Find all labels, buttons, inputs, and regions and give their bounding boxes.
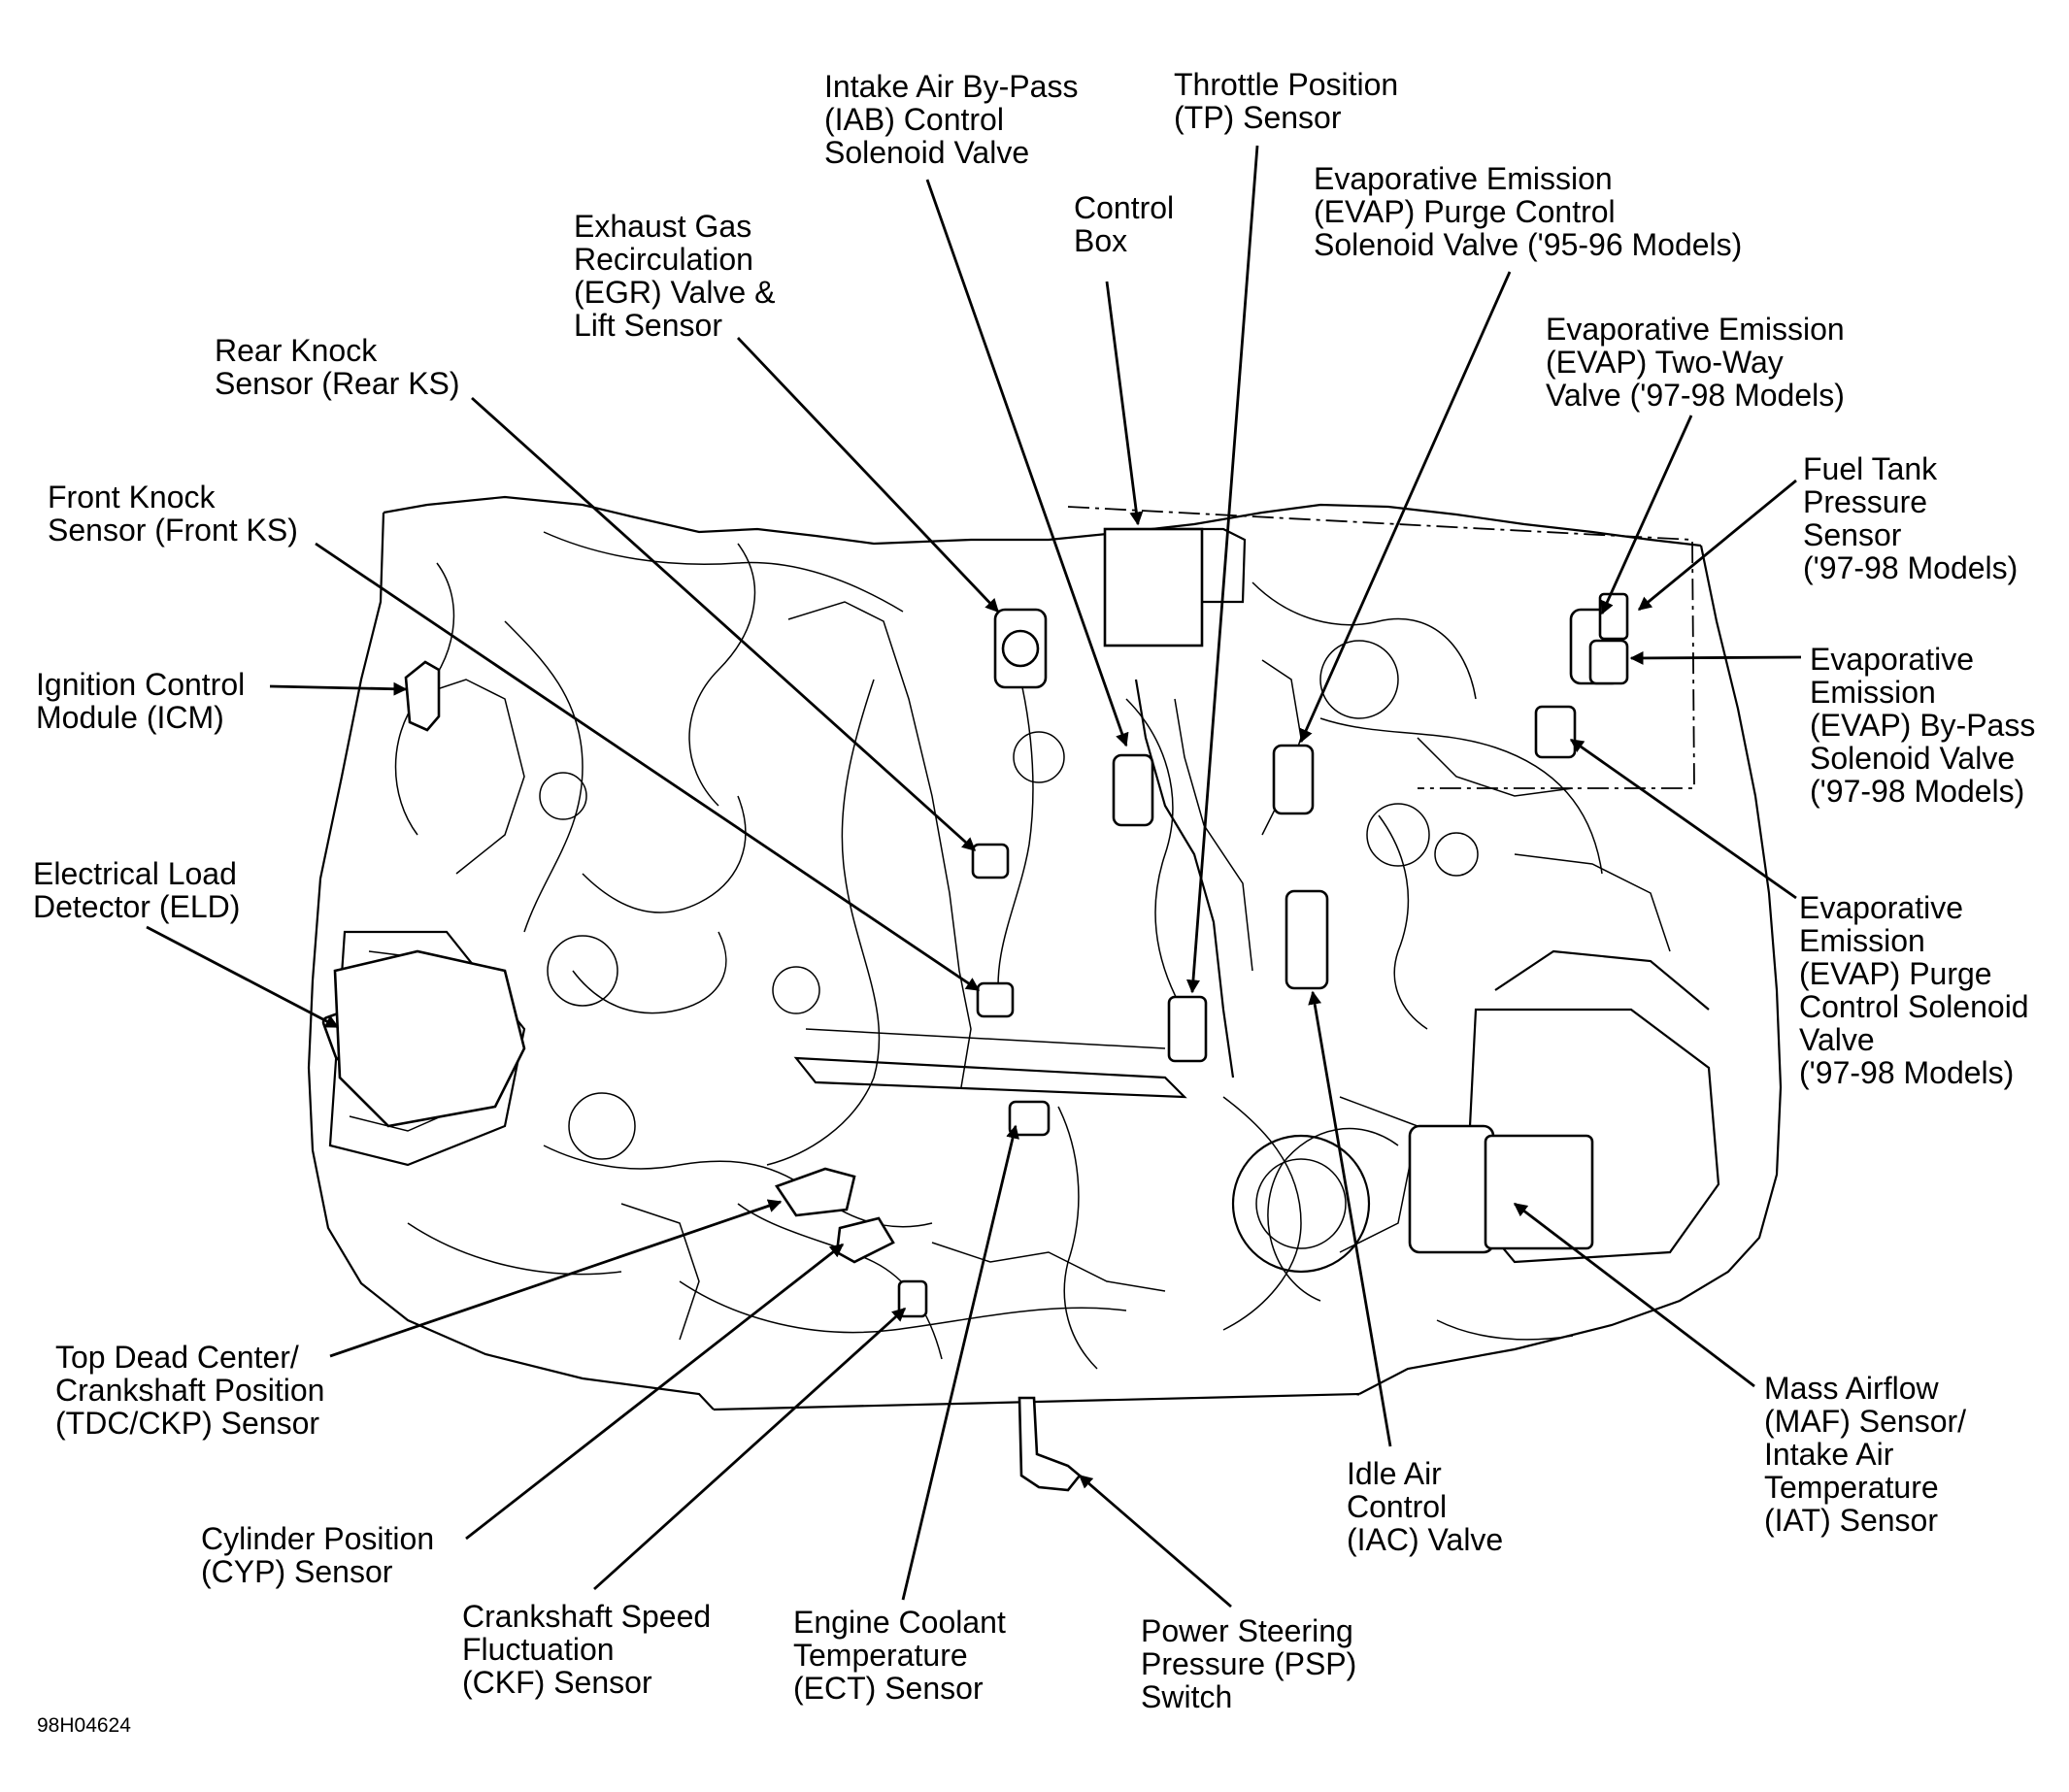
leader-icm	[269, 681, 408, 696]
leader-control-box	[1105, 281, 1144, 526]
leader-cyp	[465, 1243, 845, 1541]
ect-part	[1008, 1100, 1051, 1137]
leader-ect	[901, 1124, 1019, 1601]
label-tp-sensor: Throttle Position(TP) Sensor	[1174, 67, 1399, 135]
ckf-part	[897, 1279, 928, 1318]
leader-front-ks	[315, 542, 981, 992]
label-tdc-ckp-sensor: Top Dead Center/Crankshaft Position(TDC/…	[55, 1340, 325, 1441]
leader-evap-bypass	[1629, 650, 1802, 665]
leader-ckf	[593, 1307, 907, 1591]
leader-evap-twoway	[1600, 415, 1693, 615]
fuel-tank-sensor-part	[1598, 592, 1629, 641]
component-parts	[321, 527, 1629, 1492]
front-ks-part	[976, 981, 1015, 1018]
leader-rear-ks	[471, 396, 977, 852]
leader-eld	[146, 925, 340, 1029]
leader-fuel-tank	[1637, 479, 1797, 612]
control-box-body	[1103, 527, 1204, 647]
leader-evap-purge-97	[1569, 738, 1797, 900]
leader-tp	[1185, 145, 1259, 994]
evap-purge-97-part	[1534, 705, 1577, 759]
leader-egr	[736, 337, 1000, 614]
leader-iab	[925, 179, 1129, 747]
iab-valve-part	[1112, 753, 1154, 827]
tp-sensor-part	[1167, 995, 1208, 1063]
leader-psp	[1078, 1474, 1232, 1609]
evap-bypass-part	[1588, 639, 1629, 685]
rear-ks-part	[971, 843, 1010, 879]
label-evap-purge-95-96: Evaporative Emission(EVAP) Purge Control…	[1314, 161, 1743, 262]
figure-id: 98H04624	[37, 1714, 131, 1737]
leader-iac	[1308, 990, 1392, 1447]
leader-lines	[146, 145, 1802, 1609]
tdc-ckp-part	[774, 1167, 856, 1217]
label-cyp-sensor: Cylinder Position(CYP) Sensor	[201, 1521, 435, 1589]
iac-valve-part	[1285, 889, 1329, 990]
evap-purge-95-part	[1272, 744, 1315, 815]
leader-maf	[1513, 1202, 1755, 1388]
leader-tdc	[329, 1199, 783, 1358]
eld-housing	[333, 949, 526, 1128]
icm-part	[404, 660, 441, 732]
leader-evap-purge-95	[1299, 271, 1512, 744]
maf-sensor-part	[1408, 1124, 1495, 1254]
psp-switch-part	[1018, 1396, 1082, 1492]
